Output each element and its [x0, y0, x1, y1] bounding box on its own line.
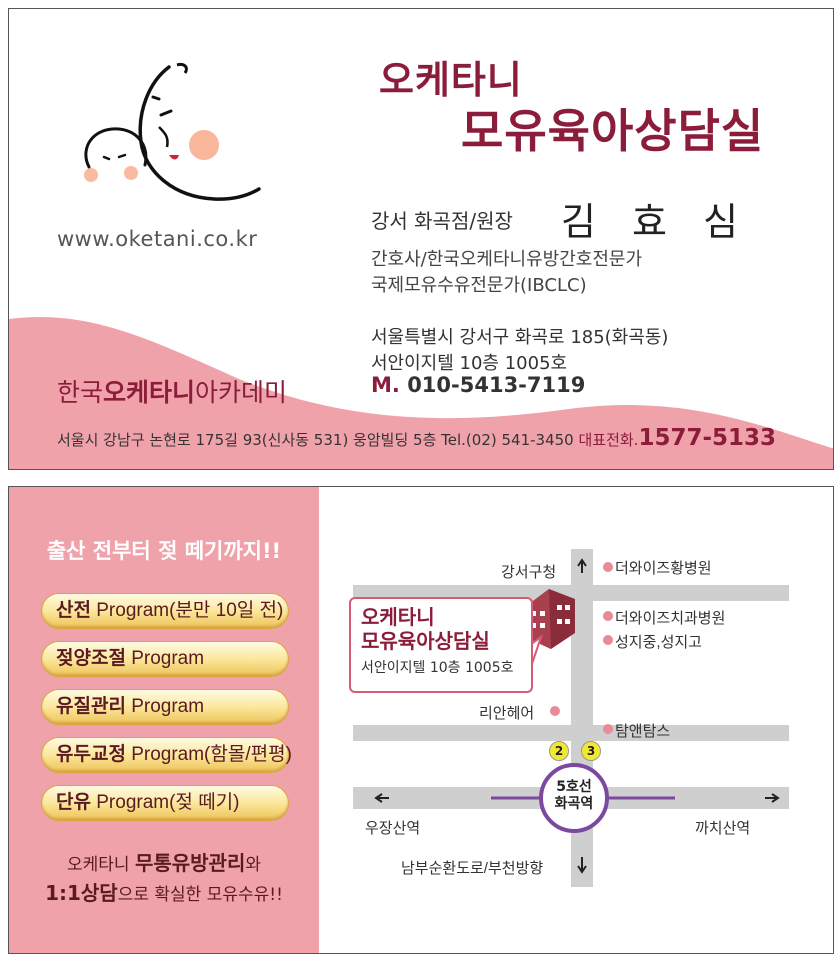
branch-role: 강서 화곡점/원장 [371, 209, 513, 233]
brand-name-line1: 오케타니 [379, 58, 523, 102]
program-title: 산전 [56, 600, 91, 621]
tagline-text: 오케타니 [66, 855, 135, 875]
station-name: 화곡역 [554, 796, 594, 812]
landmark-2: 더와이즈치과병원 [615, 610, 726, 627]
academy-prefix: 한국 [57, 378, 104, 407]
program-detail: Program [125, 696, 205, 717]
tagline-bold: 무통유방관리 [134, 851, 246, 875]
marker-icon [603, 724, 613, 734]
arrow-north-icon [577, 558, 587, 573]
station-line: 5호선 [556, 779, 592, 795]
program-detail: Program [125, 648, 205, 669]
marker-icon [550, 706, 560, 716]
location-callout: 오케타니 모유육아상담실 서안이지텔 10층 1005호 [349, 597, 533, 693]
program-weaning: 단유 Program(젖 떼기) [41, 785, 289, 821]
landmark-3: 성지중,성지고 [615, 634, 702, 651]
callout-line1: 오케타니 [361, 605, 435, 629]
tagline-1: 오케타니 무통유방관리와 [9, 847, 319, 876]
landmark-1: 더와이즈황병원 [615, 560, 712, 577]
footer-address: 서울시 강남구 논현로 175길 93(신사동 531) 웅암빌딩 5층 Tel… [57, 431, 574, 449]
location-map [353, 549, 789, 887]
program-title: 유질관리 [56, 696, 126, 717]
program-title: 단유 [56, 792, 91, 813]
slogan: 출산 전부터 젖 떼기까지!! [46, 539, 282, 563]
academy-name: 한국오케타니아카데미 [57, 373, 287, 409]
footer-address-row: 서울시 강남구 논현로 175길 93(신사동 531) 웅암빌딩 5층 Tel… [57, 425, 776, 451]
label-south: 남부순환도로/부천방향 [401, 860, 544, 877]
callout-line3: 서안이지텔 10층 1005호 [361, 660, 514, 676]
program-prenatal: 산전 Program(분만 10일 전) [41, 593, 289, 629]
program-milk-quality: 유질관리 Program [41, 689, 289, 725]
marker-icon [603, 635, 613, 645]
label-west: 우장산역 [365, 820, 421, 837]
program-title: 유두교정 [56, 744, 126, 765]
academy-suffix: 아카데미 [195, 378, 288, 407]
exit-badge: 3 [581, 741, 601, 761]
label-north: 강서구청 [501, 564, 557, 581]
mobile-phone[interactable]: M. 010-5413-7119 [371, 373, 585, 397]
mother-baby-logo-illustration [84, 63, 261, 201]
marker-icon [603, 611, 613, 621]
address-line-2: 서안이지텔 10층 1005호 [371, 353, 568, 374]
callout-line2: 모유육아상담실 [361, 629, 490, 653]
main-tel-number[interactable]: 1577-5133 [638, 425, 777, 451]
credential-1: 간호사/한국오케타니유방간호전문가 [371, 249, 643, 270]
academy-brand: 오케타니 [103, 378, 196, 407]
label-east: 까치산역 [695, 820, 751, 837]
exit-badge: 2 [549, 741, 569, 761]
mobile-number: 010-5413-7119 [407, 373, 586, 397]
program-detail: Program(분만 10일 전) [90, 600, 284, 621]
mobile-label: M. [371, 373, 400, 397]
arrow-south-icon [577, 857, 587, 874]
business-card-front: www.oketani.co.kr 오케타니 모유육아상담실 강서 화곡점/원장… [8, 8, 834, 470]
marker-icon [603, 562, 613, 572]
program-panel: 출산 전부터 젖 떼기까지!! 산전 Program(분만 10일 전) 젖양조… [9, 487, 319, 953]
program-nipple-correction: 유두교정 Program(함몰/편평) [41, 737, 292, 773]
arrow-west-icon [374, 793, 389, 803]
tagline-2: 1:1상담으로 확실한 모유수유!! [9, 877, 319, 906]
brand-name-line2: 모유육아상담실 [461, 104, 765, 158]
subway-station: 5호선 화곡역 [539, 763, 609, 833]
tagline-bold: 1:1상담 [45, 881, 118, 905]
person-name: 김 효 심 [561, 200, 751, 244]
business-card-back: 출산 전부터 젖 떼기까지!! 산전 Program(분만 10일 전) 젖양조… [8, 486, 834, 954]
program-detail: Program(함몰/편평) [125, 744, 292, 765]
landmark-5: 리안헤어 [479, 705, 535, 722]
pink-wave-background [9, 317, 833, 469]
landmark-4: 탐앤탐스 [615, 723, 671, 740]
program-milk-supply: 젖양조절 Program [41, 641, 289, 677]
tagline-text: 와 [245, 855, 261, 875]
credential-2: 국제모유수유전문가(IBCLC) [371, 275, 587, 296]
main-tel-label: 대표전화. [578, 431, 639, 449]
tagline-text: 으로 확실한 모유수유!! [117, 885, 283, 905]
address-line-1: 서울특별시 강서구 화곡로 185(화곡동) [371, 327, 669, 348]
arrow-east-icon [765, 793, 780, 803]
website-url[interactable]: www.oketani.co.kr [57, 227, 258, 251]
program-title: 젖양조절 [56, 648, 126, 669]
program-detail: Program(젖 떼기) [90, 792, 240, 813]
